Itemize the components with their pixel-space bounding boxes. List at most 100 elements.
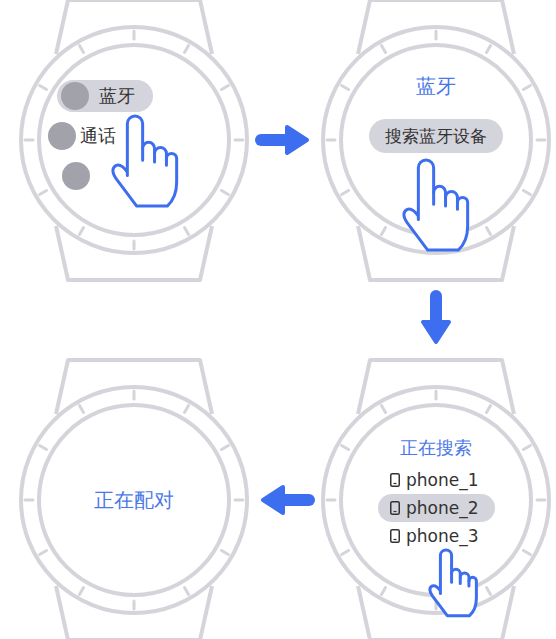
arrow-head xyxy=(423,322,449,342)
watch-screen-node: 蓝牙通话 xyxy=(18,24,250,256)
bezel-tick xyxy=(235,139,243,142)
bezel-tick xyxy=(327,139,335,142)
watch-screen xyxy=(39,405,229,595)
watch-bezel xyxy=(21,27,247,253)
bezel-tick xyxy=(80,587,84,594)
bezel-tick xyxy=(133,601,136,609)
tap-hand xyxy=(113,116,177,206)
bezel-tick xyxy=(342,86,349,90)
bezel-tick xyxy=(221,446,228,450)
phone-body xyxy=(391,474,400,487)
watch-screen-node: 正在配对 xyxy=(18,384,250,616)
bezel-tick xyxy=(382,406,386,413)
menu-item-text: 搜索蓝牙设备 xyxy=(385,126,487,146)
bezel-tick xyxy=(235,499,243,502)
bezel-tick xyxy=(487,587,491,594)
hand-outline xyxy=(430,550,477,616)
menu-icon xyxy=(62,162,90,190)
bezel-tick xyxy=(185,587,189,594)
bezel-tick xyxy=(40,86,47,90)
list-item-text: 通话 xyxy=(80,125,116,147)
phone-body xyxy=(391,530,400,543)
watch-screen xyxy=(341,405,531,595)
bezel-tick xyxy=(80,406,84,413)
bezel-tick xyxy=(435,31,438,39)
phone-icon xyxy=(391,502,400,515)
bezel-tick xyxy=(185,46,189,53)
flow-arrow xyxy=(261,127,307,153)
watch-screen xyxy=(39,45,229,235)
flow-arrow xyxy=(263,487,309,513)
list-item-text: phone_1 xyxy=(406,470,479,490)
bezel-tick xyxy=(185,406,189,413)
bezel-tick xyxy=(40,191,47,195)
bezel-tick xyxy=(487,227,491,234)
bezel-tick xyxy=(25,499,33,502)
bezel-tick xyxy=(523,86,530,90)
menu-pill: 蓝牙 xyxy=(57,80,153,112)
phone-button xyxy=(394,539,397,540)
phone-icon xyxy=(390,501,400,515)
arrow-head xyxy=(287,127,307,153)
menu-icon-dot xyxy=(61,82,89,110)
bezel-tick xyxy=(537,139,545,142)
bezel-tick xyxy=(382,587,386,594)
phone-body xyxy=(391,502,400,515)
bezel-tick xyxy=(40,551,47,555)
bezel-tick xyxy=(342,551,349,555)
screen-title: 蓝牙 xyxy=(416,74,456,98)
bezel-tick xyxy=(221,551,228,555)
menu-icon xyxy=(48,122,76,150)
bezel-tick xyxy=(537,499,545,502)
screen-title: 正在搜索 xyxy=(400,437,472,459)
bezel-tick xyxy=(523,446,530,450)
hand-finger-line xyxy=(434,192,458,209)
watch-illustration xyxy=(18,24,250,256)
bezel-tick xyxy=(133,241,136,249)
bezel-tick xyxy=(40,446,47,450)
hand-finger-line xyxy=(452,574,469,586)
bezel-tick xyxy=(382,227,386,234)
bezel-tick xyxy=(133,391,136,399)
bezel-tick xyxy=(523,551,530,555)
list-item-text: phone_3 xyxy=(406,526,479,546)
phone-icon xyxy=(391,530,400,543)
phone-button xyxy=(394,483,397,484)
hand-outline xyxy=(404,160,468,250)
bezel-tick xyxy=(80,46,84,53)
watch-screen-node: 搜索蓝牙设备蓝牙 xyxy=(320,24,552,256)
bezel-tick xyxy=(185,227,189,234)
hand-finger-line xyxy=(143,148,167,165)
hand-outline xyxy=(113,116,177,206)
arrow-head xyxy=(263,487,283,513)
menu-pill: 搜索蓝牙设备 xyxy=(369,119,503,153)
bezel-tick xyxy=(523,191,530,195)
bezel-tick xyxy=(342,446,349,450)
flow-arrow xyxy=(423,296,449,342)
bezel-tick xyxy=(342,191,349,195)
menu-pill: phone_2 xyxy=(378,494,495,522)
bezel-tick xyxy=(435,391,438,399)
menu-item-text: 蓝牙 xyxy=(99,85,135,107)
bezel-tick xyxy=(221,191,228,195)
watch-bezel xyxy=(323,27,549,253)
bezel-tick xyxy=(327,499,335,502)
phone-icon xyxy=(391,474,400,487)
bezel-tick xyxy=(487,46,491,53)
menu-icon xyxy=(61,82,89,110)
screen-title: 正在配对 xyxy=(94,488,174,512)
watch-screen-node: phone_2 正在搜索 phone_1 phone_3 xyxy=(320,384,552,616)
watch-bezel xyxy=(323,387,549,613)
bezel-tick xyxy=(133,31,136,39)
menu-item-text: phone_2 xyxy=(406,498,479,518)
bezel-tick xyxy=(25,139,33,142)
tap-hand xyxy=(404,160,468,250)
phone-button xyxy=(394,511,397,512)
bezel-tick xyxy=(382,46,386,53)
watch-bezel xyxy=(21,387,247,613)
tap-hand xyxy=(430,550,477,616)
bezel-tick xyxy=(80,227,84,234)
bezel-tick xyxy=(221,86,228,90)
bezel-tick xyxy=(487,406,491,413)
